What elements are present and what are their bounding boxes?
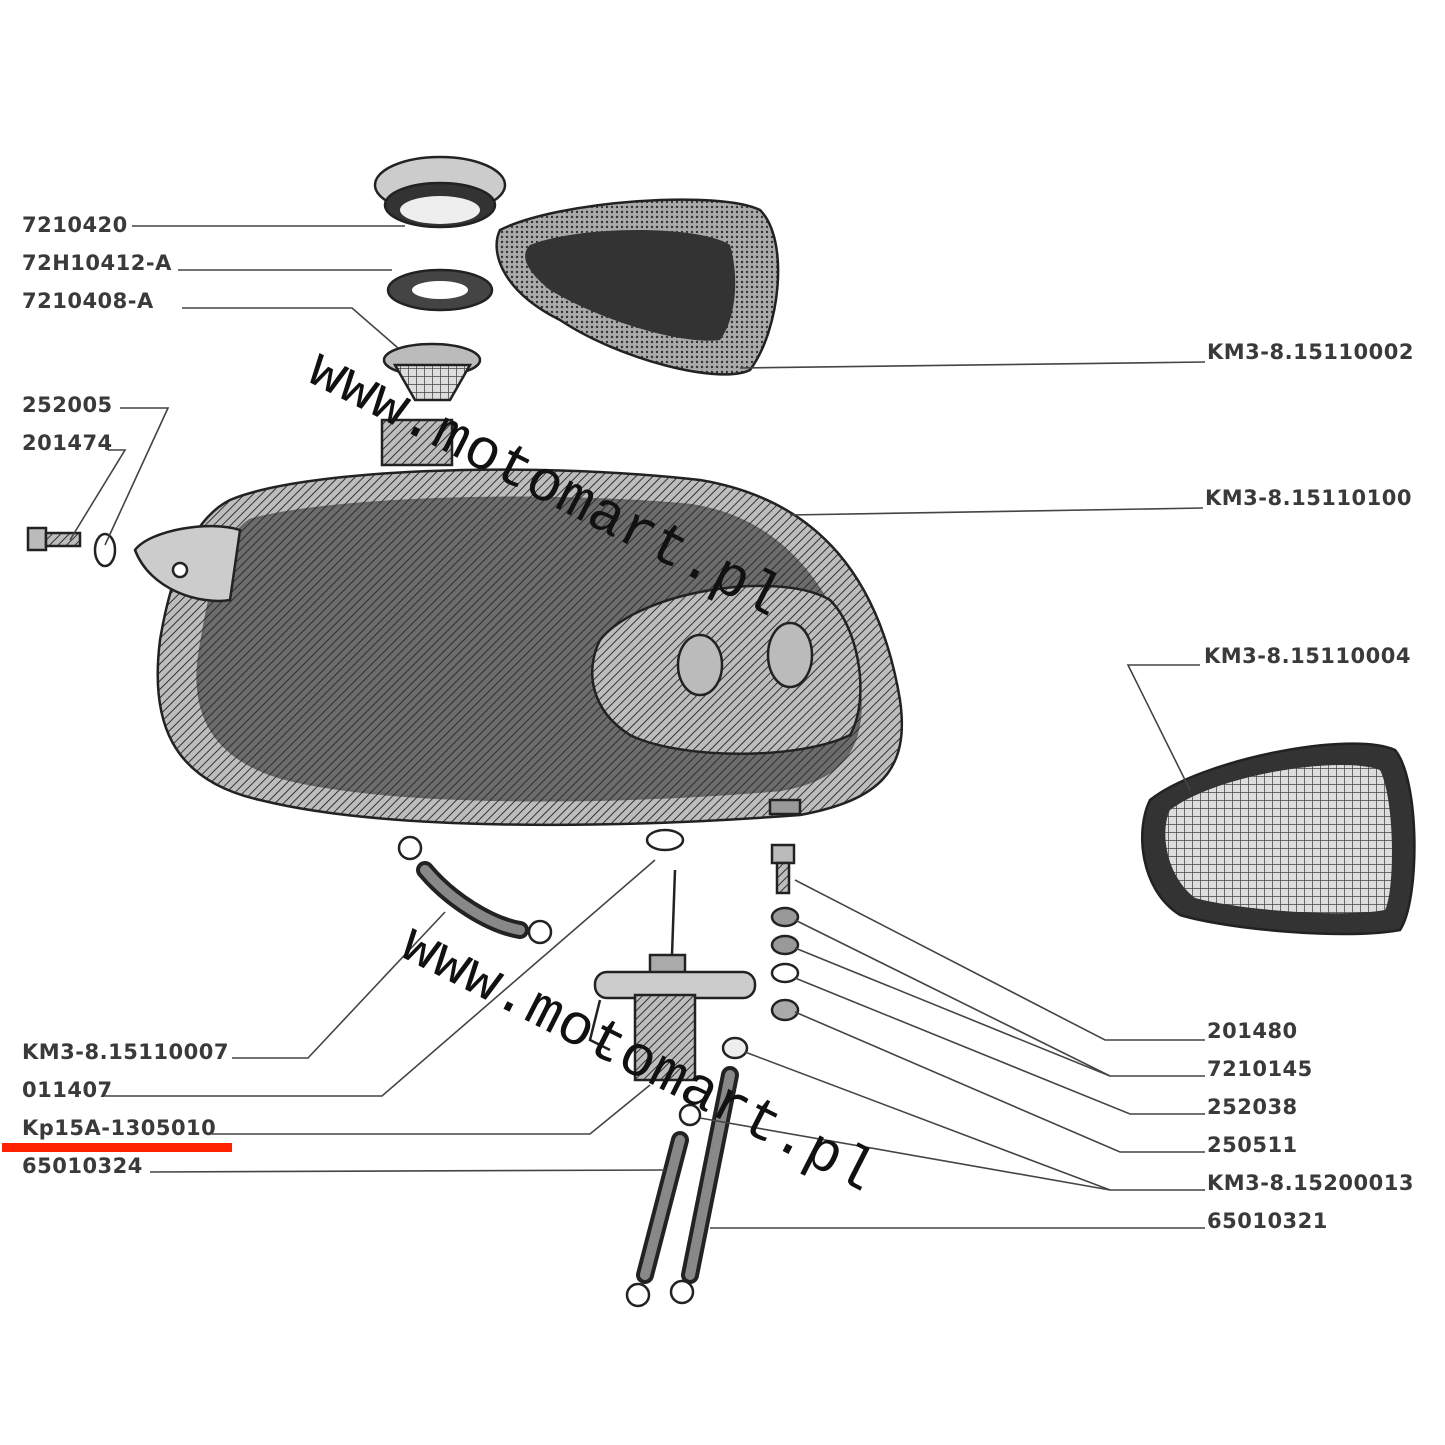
part-label: KM3-8.15110002 bbox=[1207, 340, 1414, 364]
fuel-hoses bbox=[397, 835, 739, 1308]
part-label: 65010321 bbox=[1207, 1209, 1328, 1233]
cap-gasket bbox=[386, 268, 494, 312]
part-label: KM3-8.15110007 bbox=[22, 1040, 229, 1064]
part-label: 72H10412-A bbox=[22, 251, 172, 275]
filler-cap bbox=[373, 155, 507, 229]
highlight-underline bbox=[2, 1143, 232, 1152]
part-label: 7210145 bbox=[1207, 1057, 1313, 1081]
mount-bolt bbox=[26, 526, 117, 568]
part-label: 250511 bbox=[1207, 1133, 1298, 1157]
part-label: 201474 bbox=[22, 431, 113, 455]
part-label: KM3-8.15110004 bbox=[1204, 644, 1411, 668]
part-label: 011407 bbox=[22, 1078, 113, 1102]
knee-pad-upper bbox=[495, 198, 780, 376]
knee-pad-lower bbox=[1140, 742, 1416, 936]
part-label: KM3-8.15200013 bbox=[1207, 1171, 1414, 1195]
part-label: 65010324 bbox=[22, 1154, 143, 1178]
part-label: 252005 bbox=[22, 393, 113, 417]
part-label: 252038 bbox=[1207, 1095, 1298, 1119]
filler-strainer bbox=[382, 342, 482, 402]
part-label-highlighted: Kp15A-1305010 bbox=[22, 1116, 216, 1140]
part-label: 201480 bbox=[1207, 1019, 1298, 1043]
watermark: www.motomart.pl bbox=[390, 913, 885, 1208]
leader-lines bbox=[69, 225, 1206, 1229]
fuel-tap bbox=[588, 828, 757, 1082]
fuel-tank bbox=[133, 418, 904, 827]
part-label: KM3-8.15110100 bbox=[1205, 486, 1412, 510]
part-label: 7210408-A bbox=[22, 289, 154, 313]
bolt-and-washers bbox=[770, 843, 800, 1022]
part-label: 7210420 bbox=[22, 213, 128, 237]
